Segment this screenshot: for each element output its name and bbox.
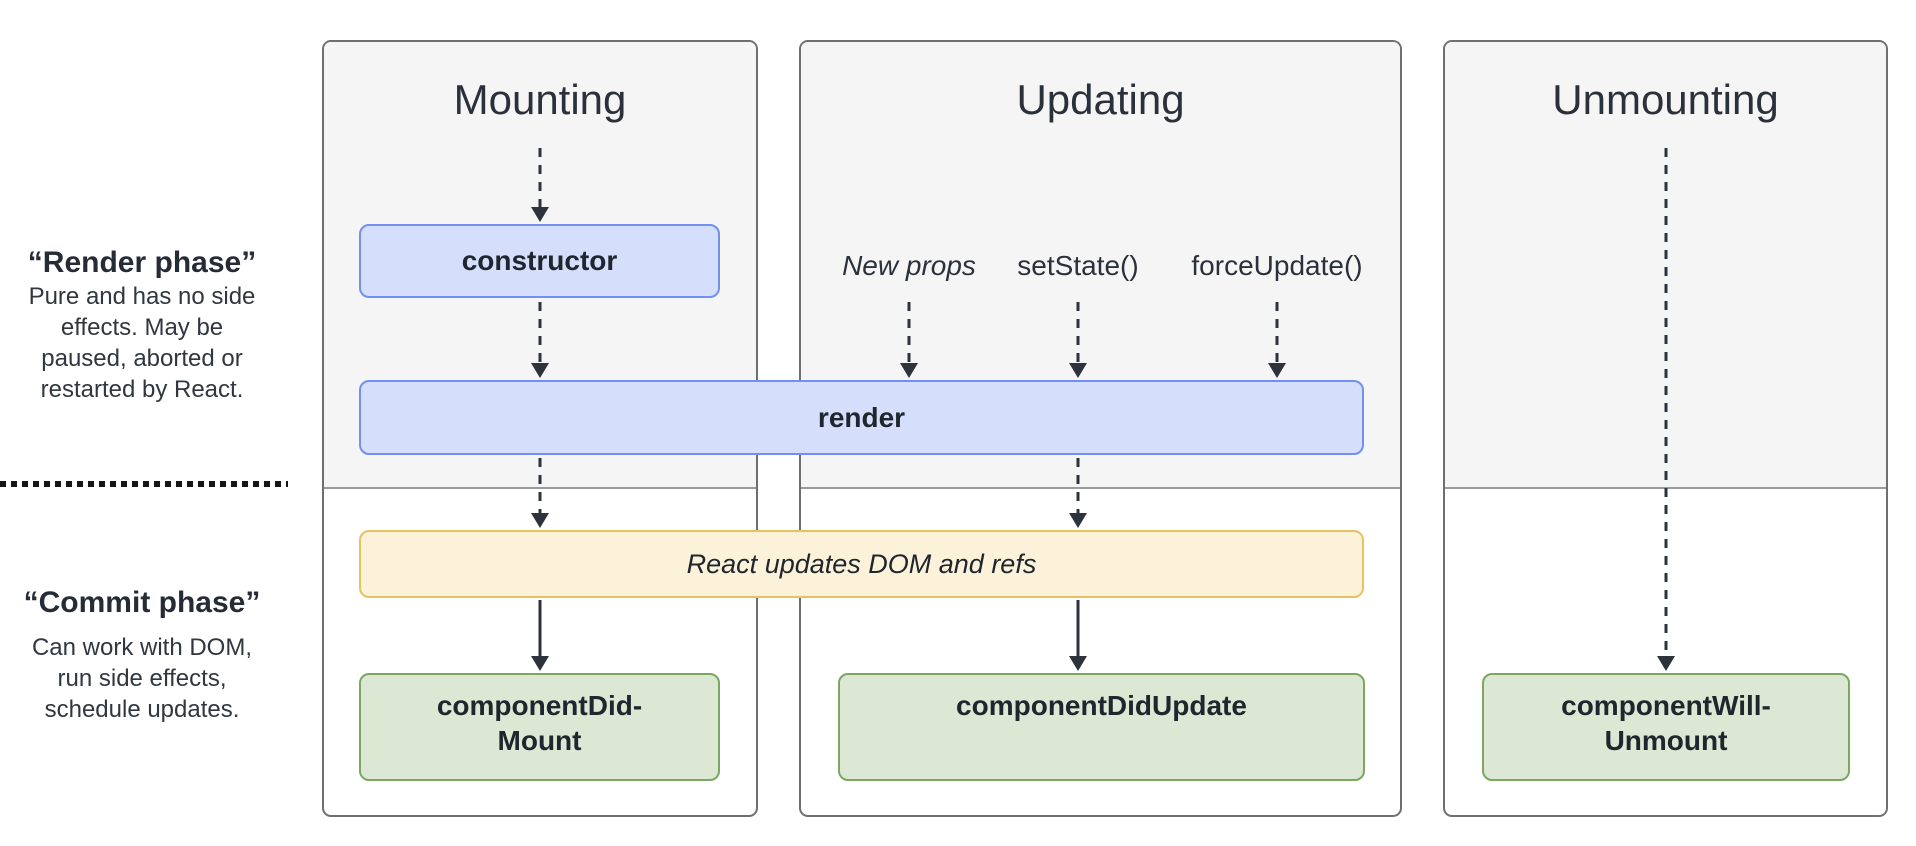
component-will-unmount-box: componentWill- Unmount	[1482, 673, 1850, 781]
render-phase-description-line: restarted by React.	[40, 376, 244, 403]
render-phase-description-line: Pure and has no side	[28, 283, 256, 310]
unmounting-title: Unmounting	[1552, 76, 1779, 123]
setstate-label: setState()	[1017, 250, 1139, 281]
commit-phase-description-line: run side effects,	[57, 665, 227, 692]
react-updates-dom-box: React updates DOM and refs	[359, 530, 1364, 598]
component-will-unmount-label-line: Unmount	[1604, 725, 1728, 756]
mounting-title: Mounting	[453, 76, 627, 123]
constructor-box: constructor	[359, 224, 720, 298]
commit-phase-description: Can work with DOM, run side effects, sch…	[0, 632, 284, 725]
render-phase-description-line: effects. May be	[60, 314, 224, 341]
commit-phase-description-line: Can work with DOM,	[31, 634, 253, 661]
render-label: render	[817, 401, 906, 433]
react-updates-dom-label: React updates DOM and refs	[686, 548, 1037, 579]
forceupdate-label: forceUpdate()	[1191, 250, 1363, 281]
component-will-unmount-label-line: componentWill-	[1561, 690, 1771, 721]
component-did-update-label: componentDidUpdate	[956, 690, 1247, 721]
updating-title: Updating	[1016, 76, 1185, 123]
phase-divider-dotted-line	[0, 481, 288, 487]
component-did-update-box: componentDidUpdate	[838, 673, 1365, 781]
component-did-mount-label-line: Mount	[497, 725, 582, 756]
render-phase-description-line: paused, aborted or	[41, 345, 243, 372]
constructor-label: constructor	[461, 245, 618, 276]
component-did-mount-box: componentDid- Mount	[359, 673, 720, 781]
render-phase-heading: “Render phase”	[27, 246, 257, 279]
render-phase-description: Pure and has no side effects. May be pau…	[0, 281, 284, 405]
commit-phase-description-line: schedule updates.	[44, 696, 240, 723]
component-did-mount-label-line: componentDid-	[436, 690, 643, 721]
new-props-label: New props	[842, 250, 976, 281]
commit-phase-heading: “Commit phase”	[23, 586, 261, 619]
render-box: render	[359, 380, 1364, 455]
